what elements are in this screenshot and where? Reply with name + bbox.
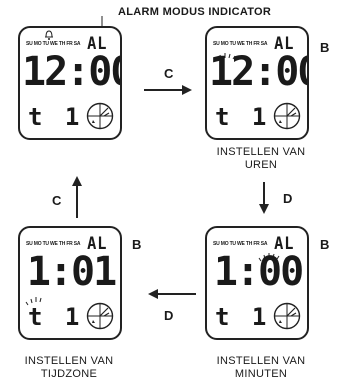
right-arrow-icon <box>144 85 192 95</box>
blinking-hours-marks <box>214 53 236 62</box>
timezone-display: t 1 <box>215 303 271 331</box>
caption-set-hours: INSTELLEN VAN UREN <box>196 146 326 172</box>
button-b-label: B <box>320 237 330 252</box>
alarm-mode-indicator-title: ALARM MODUS INDICATOR <box>118 6 272 18</box>
time-display: 12:00 <box>22 49 122 95</box>
analog-dial-icon <box>273 102 301 130</box>
analog-dial-icon <box>273 302 301 330</box>
caption-line: TIJDZONE <box>40 368 98 380</box>
weekday-row: SU MO TU WE TH FR SA <box>26 41 81 47</box>
time-display: 1:01 <box>26 249 117 295</box>
caption-line: INSTELLEN VAN <box>24 355 114 367</box>
caption-set-timezone: INSTELLEN VAN TIJDZONE <box>4 355 134 381</box>
up-arrow-icon <box>72 176 82 218</box>
watch-display-set-minutes: SU MO TU WE TH FR SA AL 1:00 t 1 <box>205 226 309 340</box>
down-arrow-icon <box>259 182 269 214</box>
arrow-label-d: D <box>164 308 174 323</box>
caption-line: INSTELLEN VAN <box>216 355 306 367</box>
weekday-row: SU MO TU WE TH FR SA <box>213 41 268 47</box>
button-b-label: B <box>132 237 142 252</box>
arrow-label-d: D <box>283 191 293 206</box>
mode-indicator: AL <box>274 234 295 254</box>
mode-indicator: AL <box>274 34 295 54</box>
analog-dial-icon <box>86 302 114 330</box>
mode-indicator: AL <box>87 34 108 54</box>
indicator-pointer-line <box>101 16 103 26</box>
timezone-display: t 1 <box>215 103 271 131</box>
bell-icon <box>45 30 53 40</box>
timezone-display: t 1 <box>28 103 84 131</box>
arrow-label-c: C <box>52 193 62 208</box>
blinking-timezone-marks <box>25 297 42 306</box>
caption-line: INSTELLEN VAN <box>216 146 306 158</box>
caption-set-minutes: INSTELLEN VAN MINUTEN <box>196 355 326 381</box>
time-display: 12:00 <box>209 49 309 95</box>
mode-indicator: AL <box>87 234 108 254</box>
watch-display-alarm-mode: SU MO TU WE TH FR SA AL 12:00 t 1 <box>18 26 122 140</box>
button-b-label: B <box>320 40 330 55</box>
weekday-row: SU MO TU WE TH FR SA <box>26 241 81 247</box>
watch-display-set-timezone: SU MO TU WE TH FR SA AL 1:01 t 1 <box>18 226 122 340</box>
analog-dial-icon <box>86 102 114 130</box>
watch-display-set-hours: SU MO TU WE TH FR SA AL 12:00 t 1 <box>205 26 309 140</box>
time-display: 1:00 <box>213 249 304 295</box>
weekday-row: SU MO TU WE TH FR SA <box>213 241 268 247</box>
blinking-minutes-marks <box>258 253 280 262</box>
caption-line: MINUTEN <box>234 368 288 380</box>
caption-line: UREN <box>244 159 278 171</box>
left-arrow-icon <box>148 289 196 299</box>
arrow-label-c: C <box>164 66 174 81</box>
timezone-display: t 1 <box>28 303 84 331</box>
